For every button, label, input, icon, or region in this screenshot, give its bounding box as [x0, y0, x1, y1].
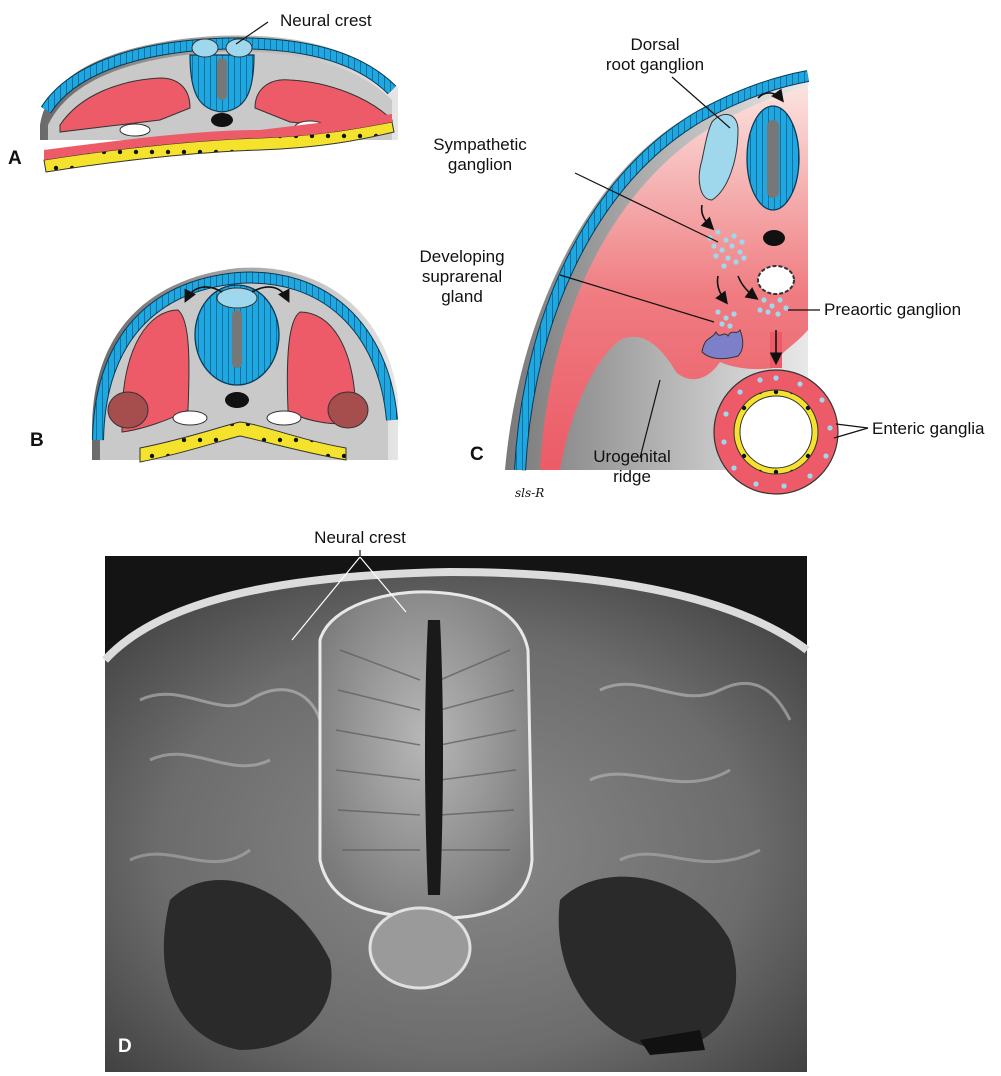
dorsal-aorta-left — [120, 124, 150, 136]
neural-crest-label-d: Neural crest — [314, 528, 406, 547]
notochord — [370, 908, 470, 988]
intermediate-mesoderm-left — [108, 392, 148, 428]
suprarenal-label-1: Developing — [419, 247, 504, 266]
preaortic-label: Preaortic ganglion — [824, 300, 961, 319]
gut-lumen — [740, 396, 812, 468]
aorta — [758, 266, 794, 294]
urogenital-label-1: Urogenital — [593, 447, 671, 466]
sympathetic-label-2: ganglion — [448, 155, 512, 174]
neural-crest — [217, 288, 257, 308]
neural-groove — [217, 58, 227, 100]
enteric-leader-1 — [836, 424, 868, 428]
neural-canal — [767, 120, 779, 198]
sympathetic-label-1: Sympathetic — [433, 135, 527, 154]
intermediate-mesoderm-right — [328, 392, 368, 428]
dorsal-root-label-2: root ganglion — [606, 55, 704, 74]
notochord — [225, 392, 249, 408]
panel-letter-c: C — [470, 444, 484, 465]
neural-crest-left — [192, 39, 218, 57]
suprarenal-label-2: suprarenal — [422, 267, 502, 286]
panel-letter-d: D — [118, 1036, 132, 1057]
dorsal-aorta-left — [173, 411, 207, 425]
panel-letter-a: A — [8, 148, 22, 169]
dorsal-aorta-right — [267, 411, 301, 425]
panel-c: Dorsal root ganglion Sympathetic ganglio… — [419, 35, 985, 500]
panel-b: B — [30, 268, 398, 462]
enteric-label: Enteric ganglia — [872, 419, 985, 438]
panel-d: Neural crest D — [105, 528, 807, 1072]
notochord — [211, 113, 233, 127]
neural-canal — [232, 310, 242, 368]
panel-a: Neural crest A — [8, 11, 398, 172]
dorsal-root-label-1: Dorsal — [630, 35, 679, 54]
neural-crest-label-a: Neural crest — [280, 11, 372, 30]
urogenital-label-2: ridge — [613, 467, 651, 486]
enteric-leader-2 — [834, 428, 868, 438]
suprarenal-label-3: gland — [441, 287, 483, 306]
neural-canal — [425, 620, 443, 895]
panel-letter-b: B — [30, 430, 44, 451]
notochord — [763, 230, 785, 246]
artist-signature: sls-R — [515, 486, 544, 500]
